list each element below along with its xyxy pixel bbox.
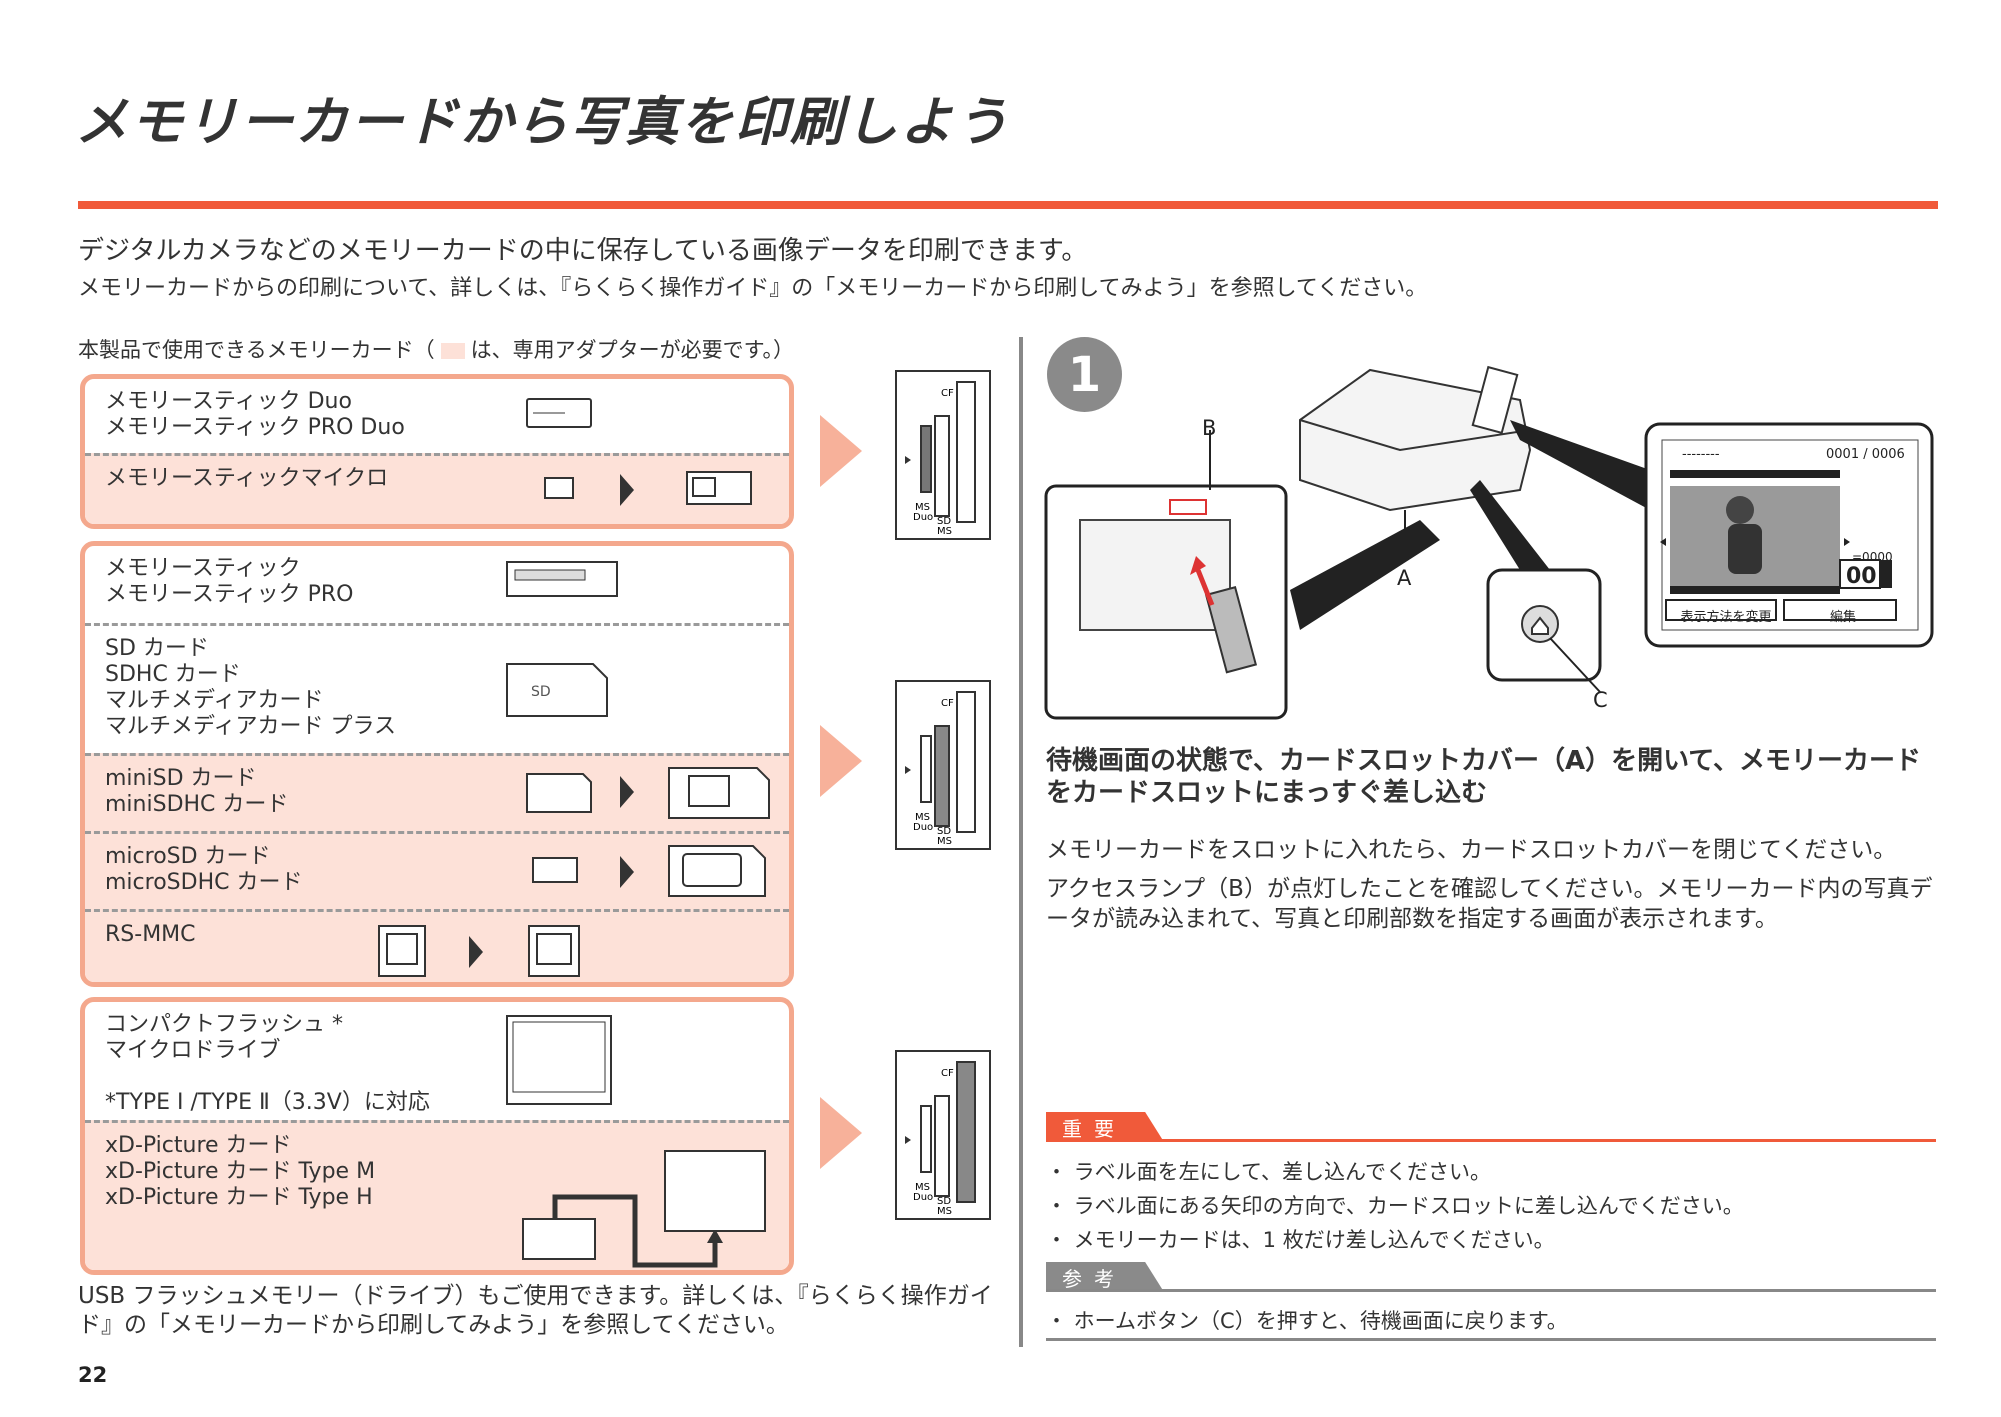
intro-line-1: デジタルカメラなどのメモリーカードの中に保存している画像データを印刷できます。: [78, 236, 1088, 266]
printer-diagram: [1044, 365, 1934, 720]
card-row: メモリースティック Duo メモリースティック PRO Duo: [85, 379, 789, 453]
reference-tag: 参考: [1046, 1262, 1164, 1292]
card-row: コンパクトフラッシュ * マイクロドライブ *TYPE Ⅰ /TYPE Ⅱ（3.…: [85, 1002, 789, 1120]
svg-text:CF: CF: [941, 1068, 954, 1079]
svg-text:MS: MS: [937, 836, 952, 847]
ms-micro-adapter-icon: [686, 471, 752, 505]
important-item: ・ ラベル面にある矢印の方向で、カードスロットに差し込んでください。: [1046, 1194, 1744, 1218]
card-row: メモリースティック メモリースティック PRO: [85, 546, 789, 623]
card-group-3: コンパクトフラッシュ * マイクロドライブ *TYPE Ⅰ /TYPE Ⅱ（3.…: [80, 997, 794, 1275]
xd-adapter-diagram-icon: [522, 1150, 766, 1268]
label-c: C: [1593, 688, 1608, 712]
card-row-label: メモリースティック Duo メモリースティック PRO Duo: [105, 389, 405, 440]
card-row-label: miniSD カード miniSDHC カード: [105, 766, 289, 817]
card-row-label: RS-MMC: [105, 922, 196, 947]
svg-text:Duo: Duo: [913, 512, 933, 523]
arrow-right-icon: [620, 776, 634, 808]
usb-flash-note: USB フラッシュメモリー（ドライブ）もご使用できます。詳しくは、『らくらく操作…: [78, 1283, 993, 1338]
svg-text:Duo: Duo: [913, 822, 933, 833]
memory-stick-card-icon: [506, 561, 618, 597]
svg-text:SD: SD: [937, 826, 951, 837]
adapter-color-swatch: [440, 343, 465, 359]
reference-rule: [1046, 1289, 1936, 1292]
arrow-right-icon: [620, 856, 634, 888]
card-row-label: メモリースティック メモリースティック PRO: [105, 556, 354, 607]
page-title: メモリーカードから写真を印刷しよう: [75, 92, 1010, 153]
svg-text:Duo: Duo: [913, 1192, 933, 1203]
svg-text:MS: MS: [915, 1182, 930, 1193]
title-underline: [78, 201, 1938, 209]
label-a: A: [1397, 566, 1412, 590]
card-group-2: メモリースティック メモリースティック PRO SD カード SDHC カード …: [80, 541, 794, 987]
card-row-label: コンパクトフラッシュ * マイクロドライブ: [105, 1012, 343, 1063]
important-item: ・ メモリーカードは、1 枚だけ差し込んでください。: [1046, 1228, 1555, 1252]
ms-duo-card-icon: [526, 398, 592, 428]
card-row: miniSD カード miniSDHC カード: [85, 753, 789, 831]
card-slot-icon: CF MS Duo SD MS: [905, 1061, 976, 1217]
card-row: microSD カード microSDHC カード: [85, 831, 789, 909]
compactflash-card-icon: [506, 1015, 612, 1105]
card-row-label: メモリースティックマイクロ: [105, 466, 389, 491]
ms-micro-card-icon: [544, 477, 574, 499]
svg-text:CF: CF: [941, 388, 954, 399]
important-tag: 重要: [1046, 1112, 1164, 1142]
important-item: ・ ラベル面を左にして、差し込んでください。: [1046, 1160, 1491, 1184]
svg-text:MS: MS: [915, 812, 930, 823]
minisd-adapter-icon: [668, 767, 770, 819]
microsd-card-icon: [532, 857, 578, 883]
slot-diagram-3: CF MS Duo SD MS: [895, 1050, 991, 1220]
svg-text:MS: MS: [937, 1206, 952, 1217]
card-row: SD カード SDHC カード マルチメディアカード マルチメディアカード プラ…: [85, 623, 789, 753]
step-number: 1: [1047, 337, 1122, 412]
slot-diagram-1: CF MS Duo SD MS: [895, 370, 991, 540]
screen-copies: 00: [1846, 564, 1877, 589]
svg-text:SD: SD: [531, 684, 551, 700]
page-number: 22: [78, 1363, 108, 1387]
svg-text:SD: SD: [937, 1196, 951, 1207]
card-row: メモリースティックマイクロ: [85, 453, 789, 524]
slot-diagram-2: CF MS Duo SD MS: [895, 680, 991, 850]
column-divider: [1019, 337, 1023, 1347]
card-row-label: xD-Picture カード xD-Picture カード Type M xD-…: [105, 1133, 376, 1210]
cards-caption-after: は、専用アダプターが必要です。）: [470, 338, 794, 362]
minisd-card-icon: [526, 773, 592, 813]
arrow-right-icon: [820, 415, 862, 487]
svg-text:MS: MS: [915, 502, 930, 513]
step-paragraph-1: メモリーカードをスロットに入れたら、カードスロットカバーを閉じてください。: [1046, 837, 1897, 863]
svg-text:CF: CF: [941, 698, 954, 709]
card-row-label: SD カード SDHC カード マルチメディアカード マルチメディアカード プラ…: [105, 636, 397, 739]
sd-card-icon: SD: [506, 663, 608, 717]
important-rule: [1046, 1139, 1936, 1142]
screen-copies-total: =0000: [1852, 550, 1893, 564]
svg-text:SD: SD: [937, 516, 951, 527]
card-slot-icon: CF MS Duo SD MS: [905, 381, 976, 537]
card-row: RS-MMC: [85, 909, 789, 982]
screen-dashes: --------: [1682, 447, 1720, 462]
card-slot-icon: CF MS Duo SD MS: [905, 691, 976, 847]
intro-line-2: メモリーカードからの印刷について、詳しくは、『らくらく操作ガイド』の「メモリーカ…: [78, 276, 1428, 301]
card-row-label: microSD カード microSDHC カード: [105, 844, 303, 895]
screen-button-display: 表示方法を変更: [1680, 610, 1772, 625]
arrow-right-icon: [469, 936, 483, 968]
screen-button-edit: 編集: [1829, 610, 1856, 625]
cards-caption-before: 本製品で使用できるメモリーカード（: [78, 338, 435, 362]
arrow-right-icon: [620, 474, 634, 506]
card-row: xD-Picture カード xD-Picture カード Type M xD-…: [85, 1120, 789, 1270]
microsd-adapter-icon: [668, 845, 766, 897]
label-b: B: [1202, 416, 1217, 440]
svg-text:MS: MS: [937, 526, 952, 537]
reference-bottom-rule: [1046, 1338, 1936, 1341]
reference-item: ・ ホームボタン（C）を押すと、待機画面に戻ります。: [1046, 1309, 1568, 1333]
cf-type-note: *TYPE Ⅰ /TYPE Ⅱ（3.3V）に対応: [105, 1090, 430, 1115]
rs-mmc-adapter-icon: [528, 925, 580, 977]
screen-counter: 0001 / 0006: [1826, 447, 1905, 462]
arrow-right-icon: [820, 725, 862, 797]
step-paragraph-2: アクセスランプ（B）が点灯したことを確認してください。メモリーカード内の写真デー…: [1046, 876, 1933, 932]
arrow-right-icon: [820, 1097, 862, 1169]
card-group-1: メモリースティック Duo メモリースティック PRO Duo メモリースティッ…: [80, 374, 794, 529]
rs-mmc-card-icon: [378, 925, 426, 977]
cards-caption: 本製品で使用できるメモリーカード（ は、専用アダプターが必要です。）: [78, 334, 794, 364]
step-heading: 待機画面の状態で、カードスロットカバー（A）を開いて、メモリーカードをカードスロ…: [1046, 746, 1922, 808]
